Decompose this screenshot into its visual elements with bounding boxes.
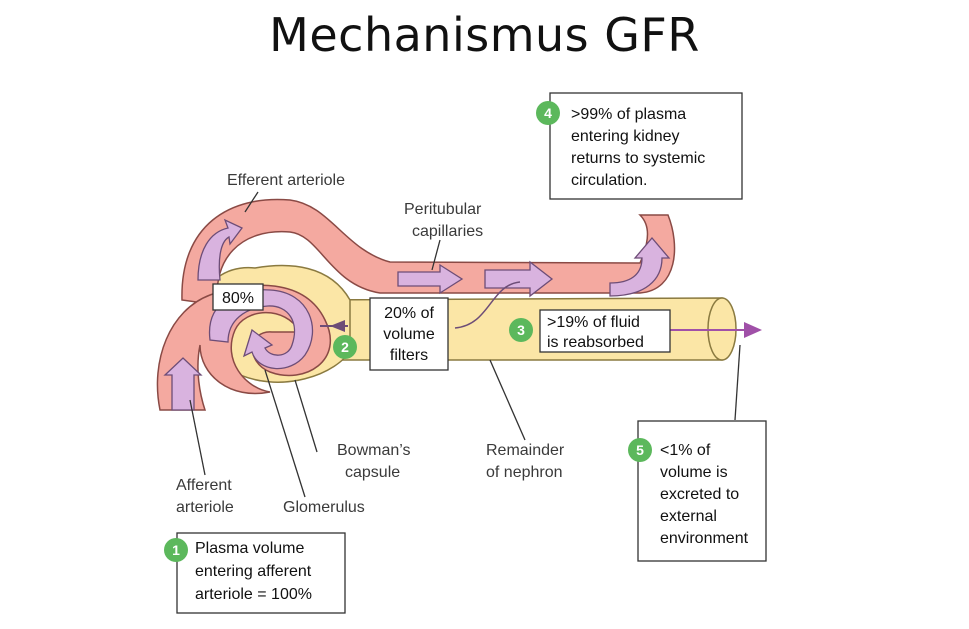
- step-3-line-1: >19% of fluid: [547, 314, 640, 331]
- step-4-line-2: entering kidney: [571, 128, 680, 145]
- twenty-line-3: filters: [390, 347, 428, 364]
- leader-lines: [189, 191, 741, 498]
- step-1-callout: 1 Plasma volume entering afferent arteri…: [164, 532, 346, 614]
- twenty-line-1: 20% of: [384, 305, 434, 322]
- step-1-number: 1: [172, 542, 180, 558]
- peritubular-arrow-2: [484, 260, 554, 298]
- eighty-percent-box: 80%: [212, 283, 264, 311]
- twenty-percent-box: 20% of volume filters: [369, 297, 449, 371]
- eighty-percent-text: 80%: [222, 290, 254, 307]
- step-4-line-1: >99% of plasma: [571, 106, 686, 123]
- step-5-callout: 5 <1% of volume is excreted to external …: [628, 420, 767, 562]
- efferent-up-arrow: [197, 218, 243, 281]
- step-1-line-3: arteriole = 100%: [195, 586, 312, 603]
- remainder-label-2: of nephron: [486, 464, 563, 481]
- twenty-line-2: volume: [383, 326, 435, 343]
- bowmans-label-2: capsule: [345, 464, 400, 481]
- flow-lines: [320, 281, 762, 338]
- remainder-label-1: Remainder: [486, 442, 565, 459]
- step-4-callout: 4 >99% of plasma entering kidney returns…: [536, 92, 743, 200]
- page-title: Mechanismus GFR: [269, 8, 700, 62]
- step-2-marker: 2: [333, 335, 357, 359]
- systemic-return-arrow: [609, 236, 671, 297]
- step-5-number: 5: [636, 442, 644, 458]
- step-1-line-2: entering afferent: [195, 563, 312, 580]
- step-4-line-4: circulation.: [571, 172, 647, 189]
- step-5-line-3: excreted to: [660, 486, 739, 503]
- step-1-line-1: Plasma volume: [195, 540, 304, 557]
- glomerulus-label: Glomerulus: [283, 499, 365, 516]
- step-4-line-3: returns to systemic: [571, 150, 705, 167]
- step-2-number: 2: [341, 339, 349, 355]
- peritubular-label-2: capillaries: [412, 223, 483, 240]
- step-3-callout: 3 >19% of fluid is reabsorbed: [509, 309, 671, 353]
- step-5-line-2: volume is: [660, 464, 728, 481]
- afferent-label-1: Afferent: [176, 477, 232, 494]
- peritubular-arrow-1: [397, 263, 464, 295]
- step-5-line-1: <1% of: [660, 442, 711, 459]
- afferent-label-2: arteriole: [176, 499, 234, 516]
- step-4-number: 4: [544, 105, 552, 121]
- peritubular-label-1: Peritubular: [404, 201, 482, 218]
- efferent-arteriole-label: Efferent arteriole: [227, 172, 345, 189]
- step-5-line-4: external: [660, 508, 717, 525]
- step-3-line-2: is reabsorbed: [547, 334, 644, 351]
- step-3-number: 3: [517, 322, 525, 338]
- bowmans-label-1: Bowman’s: [337, 442, 411, 459]
- step-5-line-5: environment: [660, 530, 749, 547]
- afferent-inflow-arrow: [163, 357, 203, 411]
